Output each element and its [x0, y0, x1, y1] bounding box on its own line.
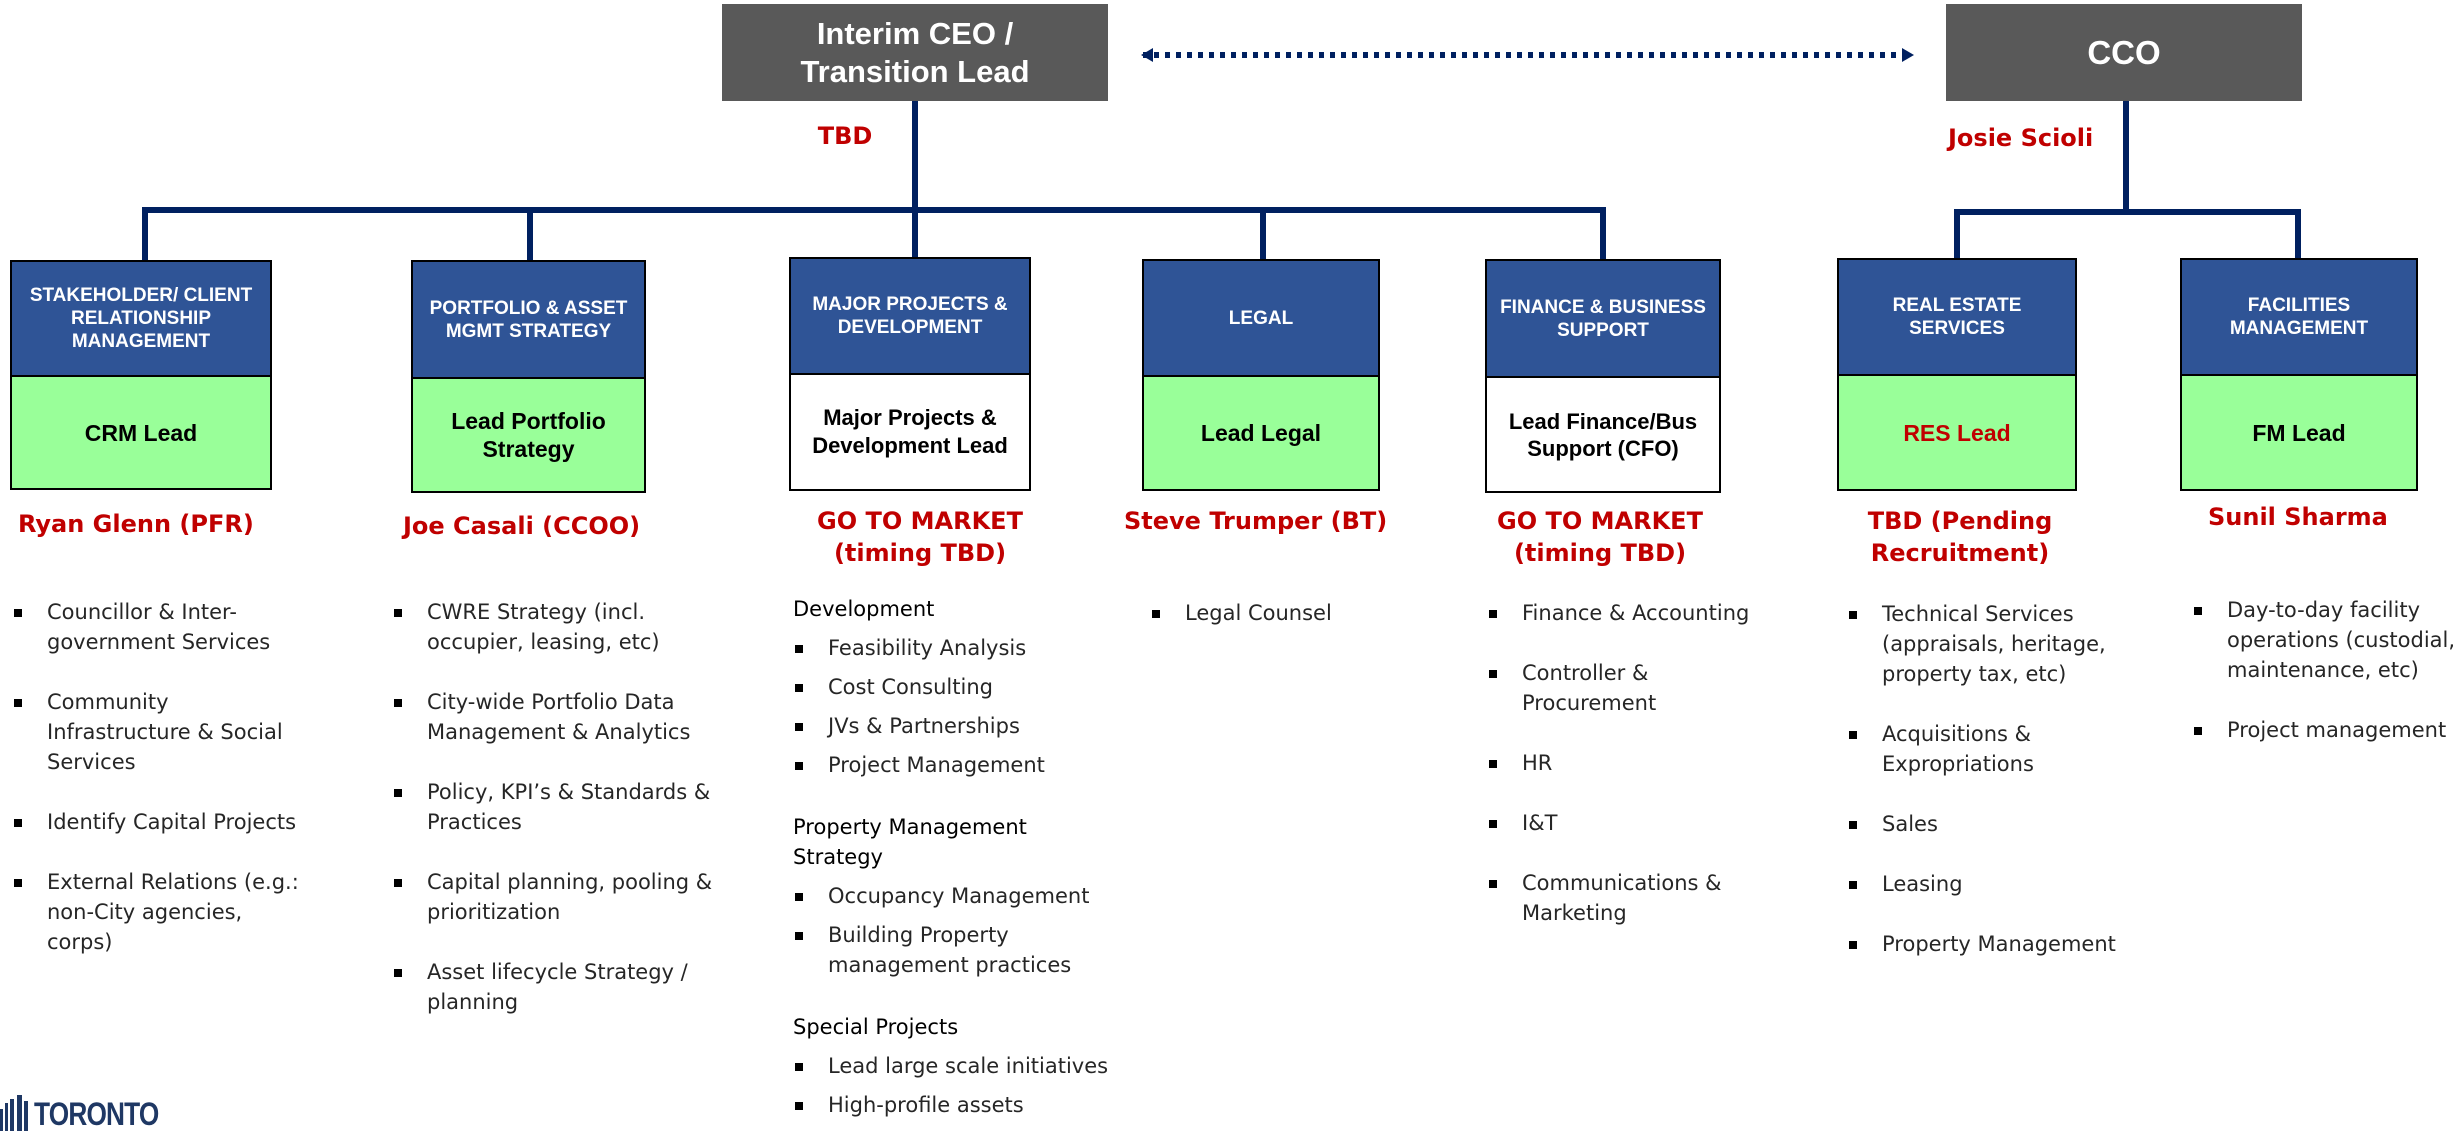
cco-title: CCO	[2087, 33, 2161, 71]
unit-person: Ryan Glenn (PFR)	[18, 510, 254, 538]
cco-name: Josie Scioli	[1948, 124, 2094, 152]
section-title: Development	[793, 597, 935, 621]
list-item: Occupancy Management	[793, 881, 1123, 911]
unit-stakeholder-crm: STAKEHOLDER/ CLIENT RELATIONSHIP MANAGEM…	[10, 260, 272, 490]
unit-bullet-list: Finance & Accounting Controller & Procur…	[1487, 598, 1787, 958]
ceo-name: TBD	[817, 122, 873, 150]
list-item: HR	[1487, 748, 1787, 778]
unit-portfolio-asset: PORTFOLIO & ASSET MGMT STRATEGY Lead Por…	[411, 260, 646, 493]
list-item: Councillor & Inter-government Services	[12, 597, 312, 657]
ceo-title: Interim CEO / Transition Lead	[800, 15, 1030, 89]
unit-person: Steve Trumper (BT)	[1124, 507, 1388, 535]
unit-bullet-list: Technical Services (appraisals, heritage…	[1847, 599, 2147, 989]
unit-lead-box: Lead Portfolio Strategy	[411, 377, 646, 493]
list-item: Project management	[2192, 715, 2458, 745]
toronto-city-hall-icon	[0, 1095, 28, 1131]
list-item: Property Management	[1847, 929, 2147, 959]
unit-person: GO TO MARKET (timing TBD)	[817, 507, 1023, 567]
section-title: Property Management Strategy	[793, 815, 1027, 869]
unit-lead-box: FM Lead	[2180, 374, 2418, 491]
unit-bullet-list: Day-to-day facility operations (custodia…	[2192, 595, 2458, 775]
list-item: Community Infrastructure & Social Servic…	[12, 687, 312, 777]
unit-lead-box: Lead Legal	[1142, 375, 1380, 491]
list-item: Controller & Procurement	[1487, 658, 1677, 718]
list-item: Communications & Marketing	[1487, 868, 1727, 928]
list-item: JVs & Partnerships	[793, 711, 1123, 741]
unit-major-projects: MAJOR PROJECTS & DEVELOPMENT Major Proje…	[789, 257, 1031, 491]
unit-header: PORTFOLIO & ASSET MGMT STRATEGY	[411, 260, 646, 377]
list-item: High-profile assets	[793, 1090, 1123, 1120]
unit-header: FINANCE & BUSINESS SUPPORT	[1485, 259, 1721, 376]
list-item: City-wide Portfolio Data Management & An…	[392, 687, 722, 747]
toronto-logo: TORONTO	[0, 1091, 186, 1131]
unit-bullet-list: Legal Counsel	[1150, 598, 1410, 658]
list-item: Asset lifecycle Strategy / planning	[392, 957, 722, 1017]
unit-lead-box: RES Lead	[1837, 374, 2077, 491]
section-title: Special Projects	[793, 1015, 959, 1039]
list-item: Day-to-day facility operations (custodia…	[2192, 595, 2458, 685]
unit-person: Sunil Sharma	[2208, 503, 2388, 531]
unit-header: FACILITIES MANAGEMENT	[2180, 258, 2418, 374]
list-item: Building Property management practices	[793, 920, 1123, 980]
unit-lead-box: Lead Finance/Bus Support (CFO)	[1485, 376, 1721, 493]
list-item: Cost Consulting	[793, 672, 1123, 702]
unit-real-estate: REAL ESTATE SERVICES RES Lead	[1837, 258, 2077, 491]
unit-facilities: FACILITIES MANAGEMENT FM Lead	[2180, 258, 2418, 491]
unit-lead-box: CRM Lead	[10, 375, 272, 490]
list-item: External Relations (e.g.: non-City agenc…	[12, 867, 312, 957]
list-item: Lead large scale initiatives	[793, 1051, 1123, 1081]
ceo-box: Interim CEO / Transition Lead	[722, 4, 1108, 101]
list-item: Feasibility Analysis	[793, 633, 1123, 663]
cco-box: CCO	[1946, 4, 2302, 101]
logo-text: TORONTO	[34, 1096, 159, 1132]
list-item: Project Management	[793, 750, 1123, 780]
unit-person: TBD (Pending Recruitment)	[1867, 507, 2053, 567]
list-item: Identify Capital Projects	[12, 807, 312, 837]
unit-finance: FINANCE & BUSINESS SUPPORT Lead Finance/…	[1485, 259, 1721, 493]
unit-header: REAL ESTATE SERVICES	[1837, 258, 2077, 374]
list-item: Technical Services (appraisals, heritage…	[1847, 599, 2147, 689]
unit-header: LEGAL	[1142, 259, 1380, 375]
list-item: Leasing	[1847, 869, 2147, 899]
unit-person: GO TO MARKET (timing TBD)	[1497, 507, 1703, 567]
unit-header: STAKEHOLDER/ CLIENT RELATIONSHIP MANAGEM…	[10, 260, 272, 375]
list-item: Acquisitions & Expropriations	[1847, 719, 2047, 779]
list-item: Legal Counsel	[1150, 598, 1410, 628]
list-item: I&T	[1487, 808, 1787, 838]
list-item: Finance & Accounting	[1487, 598, 1787, 628]
unit-section-list: Development Feasibility Analysis Cost Co…	[793, 594, 1123, 1129]
list-item: Sales	[1847, 809, 2147, 839]
unit-header: MAJOR PROJECTS & DEVELOPMENT	[789, 257, 1031, 373]
list-item: Capital planning, pooling & prioritizati…	[392, 867, 722, 927]
unit-bullet-list: Councillor & Inter-government Services C…	[12, 597, 312, 987]
list-item: Policy, KPI’s & Standards & Practices	[392, 777, 722, 837]
unit-bullet-list: CWRE Strategy (incl. occupier, leasing, …	[392, 597, 722, 1047]
list-item: CWRE Strategy (incl. occupier, leasing, …	[392, 597, 722, 657]
unit-person: Joe Casali (CCOO)	[403, 512, 641, 540]
unit-legal: LEGAL Lead Legal	[1142, 259, 1380, 491]
unit-lead-box: Major Projects & Development Lead	[789, 373, 1031, 491]
